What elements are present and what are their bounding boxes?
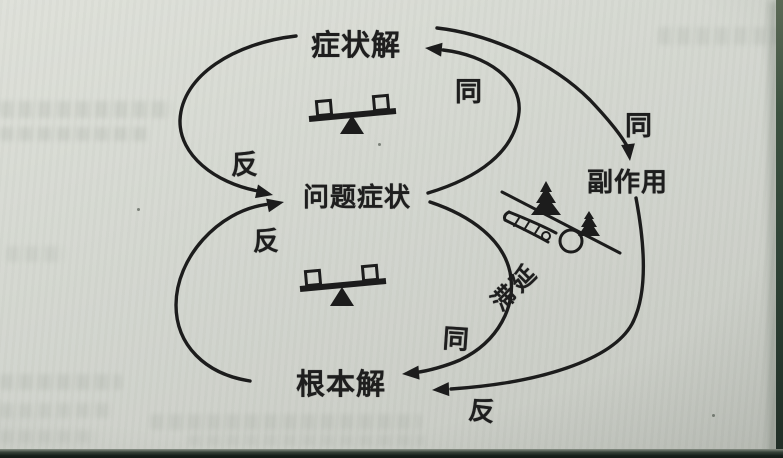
bleedthrough-smudge [150, 414, 422, 430]
node-side-effect: 副作用 [587, 167, 669, 197]
delay-label: 滞延 [486, 258, 544, 317]
photo-bottom-edge [0, 449, 783, 458]
paper-speck [712, 414, 715, 417]
balance-scale-icon [308, 93, 397, 134]
paper-speck [378, 143, 381, 146]
bleedthrough-smudge [658, 27, 780, 45]
bleedthrough-smudge [6, 246, 64, 262]
bleedthrough-smudge [0, 403, 112, 418]
photo-right-edge [776, 0, 783, 458]
polarity-label-opposite-bottom-left: 反 [253, 226, 281, 256]
polarity-label-same-bottom: 同 [441, 323, 471, 355]
balance-scale-icon [299, 263, 387, 306]
bleedthrough-smudge [0, 127, 148, 141]
arrow-sideeffect-to-fundamental [449, 196, 646, 391]
bleedthrough-smudge [0, 430, 96, 443]
polarity-label-same-outer: 同 [625, 111, 653, 141]
bleedthrough-smudge [0, 101, 172, 118]
polarity-label-opposite-outer: 反 [467, 394, 498, 428]
bleedthrough-smudge [0, 374, 122, 390]
polarity-label-same-top: 同 [455, 77, 483, 107]
node-fundamental-solution: 根本解 [296, 369, 387, 401]
bleedthrough-smudge [188, 434, 424, 446]
node-problem-symptom: 问题症状 [303, 182, 412, 212]
node-symptomatic-solution: 症状解 [311, 30, 402, 62]
polarity-label-opposite-top-left: 反 [231, 150, 259, 180]
paper-speck [137, 208, 140, 211]
